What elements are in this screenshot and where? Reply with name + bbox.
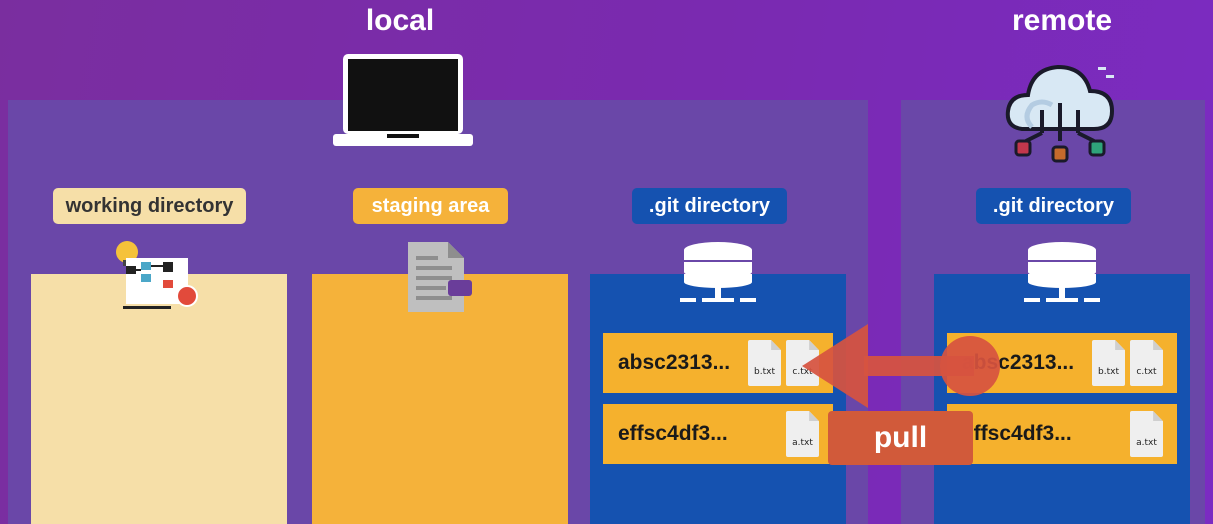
remote-git-directory-label: .git directory [976,188,1131,224]
file-icon: b.txt [748,340,781,386]
remote-heading: remote [1011,4,1113,37]
laptop-icon [333,52,473,153]
pull-arrow-icon [798,322,1008,417]
local-commit-row: absc2313... b.txt c.txt [603,333,833,393]
file-icon: a.txt [1130,411,1163,457]
local-heading: local [365,4,435,37]
cloud-icon [1002,55,1120,172]
staging-area-label: staging area [353,188,508,224]
local-database-icon [676,240,760,313]
flowchart-board-icon [113,240,203,317]
file-icon: c.txt [1130,340,1163,386]
file-icon: b.txt [1092,340,1125,386]
local-git-block [590,274,846,524]
document-icon [404,242,474,319]
commit-hash: absc2313... [618,351,731,374]
staging-area-block [312,274,568,524]
working-directory-label: working directory [53,188,246,224]
working-directory-block [31,274,287,524]
commit-hash: effsc4df3... [962,422,1072,445]
remote-database-icon [1020,240,1104,313]
pull-label: pull [828,411,973,465]
file-icon: c.txt [786,340,819,386]
commit-hash: effsc4df3... [618,422,728,445]
remote-git-block [934,274,1190,524]
remote-commit-row: effsc4df3... a.txt [947,404,1177,464]
file-icon: a.txt [786,411,819,457]
local-commit-row: effsc4df3... a.txt [603,404,833,464]
local-git-directory-label: .git directory [632,188,787,224]
